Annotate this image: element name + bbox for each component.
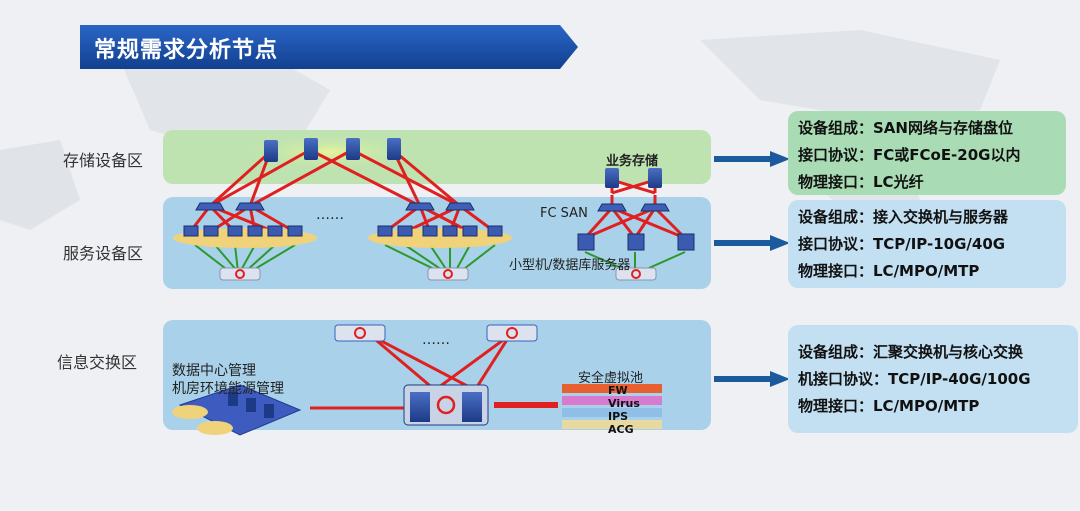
service-protocol: 接口协议：TCP/IP-10G/40G — [798, 231, 1056, 258]
exchange-dots: …… — [422, 332, 450, 348]
server — [443, 226, 457, 236]
server — [248, 226, 262, 236]
business-storage-label: 业务存储 — [606, 150, 658, 169]
exchange-protocol: 机接口协议：TCP/IP-40G/100G — [798, 366, 1068, 393]
service-composition: 设备组成：接入交换机与服务器 — [798, 204, 1056, 231]
server — [288, 226, 302, 236]
server — [423, 226, 437, 236]
arrows — [714, 151, 790, 387]
fc-san-label: FC SAN — [540, 206, 588, 221]
san-switches — [196, 203, 669, 211]
dc-mgmt-label: 数据中心管理 — [172, 360, 256, 380]
server — [398, 226, 412, 236]
storage-array — [264, 140, 278, 162]
server-trays — [173, 228, 512, 248]
storage-info-box: 设备组成：SAN网络与存储盘位 接口协议：FC或FCoE-20G以内 物理接口：… — [788, 111, 1066, 195]
storage-array — [304, 138, 318, 160]
virus-label: Virus — [608, 397, 640, 410]
server — [463, 226, 477, 236]
acg-label: ACG — [608, 423, 634, 436]
storage-array — [648, 168, 662, 188]
service-dots: …… — [316, 207, 344, 223]
fw-label: FW — [608, 384, 628, 397]
storage-array — [387, 138, 401, 160]
server — [678, 234, 694, 250]
server — [378, 226, 392, 236]
server — [228, 226, 242, 236]
service-info-box: 设备组成：接入交换机与服务器 接口协议：TCP/IP-10G/40G 物理接口：… — [788, 200, 1066, 288]
storage-array — [605, 168, 619, 188]
exchange-info-box: 设备组成：汇聚交换机与核心交换 机接口协议：TCP/IP-40G/100G 物理… — [788, 325, 1078, 433]
storage-physical: 物理接口：LC光纤 — [798, 169, 1056, 196]
core-switch — [404, 385, 488, 425]
server — [628, 234, 644, 250]
energy-mgmt-label: 机房环境能源管理 — [172, 378, 284, 398]
server — [578, 234, 594, 250]
exchange-physical: 物理接口：LC/MPO/MTP — [798, 393, 1068, 420]
exchange-composition: 设备组成：汇聚交换机与核心交换 — [798, 339, 1068, 366]
storage-protocol: 接口协议：FC或FCoE-20G以内 — [798, 142, 1056, 169]
minicomputer-label: 小型机/数据库服务器 — [509, 254, 630, 273]
storage-composition: 设备组成：SAN网络与存储盘位 — [798, 115, 1056, 142]
server — [268, 226, 282, 236]
server — [204, 226, 218, 236]
service-physical: 物理接口：LC/MPO/MTP — [798, 258, 1056, 285]
storage-array — [346, 138, 360, 160]
ips-label: IPS — [608, 410, 628, 423]
server — [184, 226, 198, 236]
server — [488, 226, 502, 236]
